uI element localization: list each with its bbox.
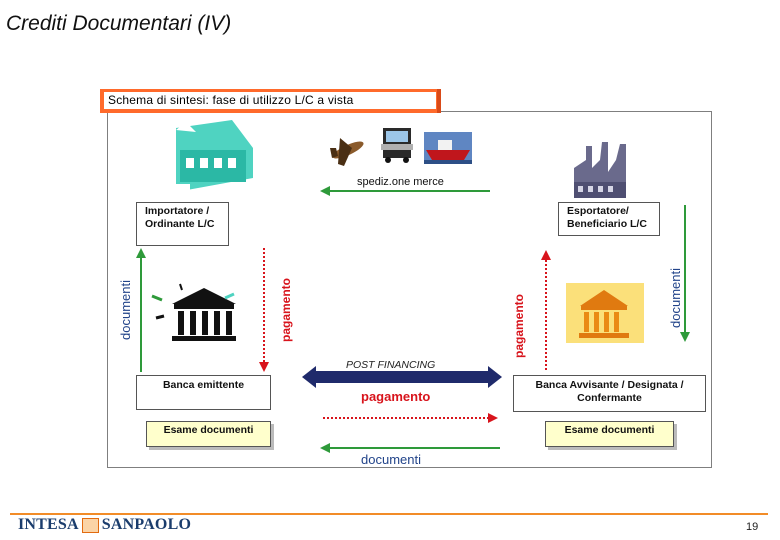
page-number: 19 xyxy=(746,521,759,533)
logo-text-left: INTESA xyxy=(18,516,79,533)
advising-bank-box: Banca Avvisante / Designata / Confermant… xyxy=(513,375,706,412)
post-financing-arrow xyxy=(302,366,502,388)
bank-building-gold-icon xyxy=(566,283,644,343)
exam-documents-right: Esame documenti xyxy=(545,421,674,447)
exporter-line-2: Beneficiario L/C xyxy=(567,218,647,230)
advising-bank-line-2: Confermante xyxy=(577,392,642,404)
exporter-line-1: Esportatore/ xyxy=(567,205,629,217)
schema-banner: Schema di sintesi: fase di utilizzo L/C … xyxy=(100,89,441,113)
importer-line-1: Importatore / xyxy=(145,205,210,217)
post-financing-label: POST FINANCING xyxy=(346,359,436,371)
slide-title: Crediti Documentari (IV) xyxy=(6,12,232,35)
exam-documents-left: Esame documenti xyxy=(146,421,271,447)
payment-left-label: pagamento xyxy=(279,277,293,342)
logo-text-right: SANPAOLO xyxy=(101,516,192,533)
issuing-bank-box: Banca emittente xyxy=(136,375,271,410)
shipment-arrow xyxy=(320,186,490,196)
bank-building-icon xyxy=(151,283,236,341)
truck-icon xyxy=(381,128,413,163)
documents-left-label: documenti xyxy=(118,280,133,340)
documents-arrow-left xyxy=(136,248,146,372)
payment-center-label: pagamento xyxy=(361,389,431,404)
documents-arrow-right xyxy=(680,205,690,342)
documents-bottom-label: documenti xyxy=(361,452,421,467)
footer-line xyxy=(10,513,768,515)
logo-mark-icon xyxy=(81,517,99,533)
payment-arrow-left xyxy=(259,248,269,372)
payment-arrow-center xyxy=(323,413,498,423)
documents-right-label: documenti xyxy=(668,268,683,328)
exporter-box: Esportatore/ Beneficiario L/C xyxy=(558,202,660,236)
shipment-label: spediz.one merce xyxy=(357,176,444,188)
advising-bank-line-1: Banca Avvisante / Designata / xyxy=(535,379,684,391)
ship-icon xyxy=(424,132,472,164)
documents-arrow-bottom xyxy=(320,443,500,453)
footer-logo: INTESA SANPAOLO xyxy=(18,516,191,534)
airplane-icon xyxy=(330,138,364,166)
factory-icon xyxy=(176,120,253,192)
issuing-bank-label: Banca emittente xyxy=(162,379,245,391)
payment-arrow-right xyxy=(541,250,551,370)
importer-line-2: Ordinante L/C xyxy=(145,218,215,230)
importer-box: Importatore / Ordinante L/C xyxy=(136,202,229,246)
industrial-plant-icon xyxy=(574,142,626,198)
payment-right-label: pagamento xyxy=(512,293,526,358)
schema-banner-text: Schema di sintesi: fase di utilizzo L/C … xyxy=(104,92,436,109)
